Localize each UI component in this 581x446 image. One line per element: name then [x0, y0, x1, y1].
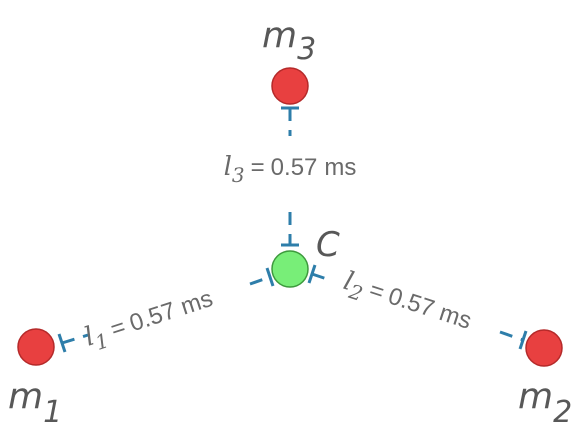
mass-m1-label: m1 — [8, 376, 62, 430]
bond-l2-label: l2=0.57ms — [338, 266, 475, 340]
mass-m2-node — [525, 329, 563, 367]
bond-l1-line-right — [249, 275, 271, 286]
bond-l3 — [281, 106, 299, 247]
mass-m1-node — [17, 328, 55, 366]
bond-l1-cap-left — [57, 333, 67, 353]
mass-m3-node — [271, 67, 309, 105]
center-node — [271, 250, 309, 288]
bond-l2 — [307, 264, 528, 350]
bond-l1 — [57, 267, 275, 353]
bond-l2-line-right — [499, 330, 524, 342]
mass-m2-label: m2 — [518, 376, 572, 430]
bond-l1-cap-right — [265, 267, 275, 287]
center-label: C — [316, 225, 340, 265]
bond-l2-cap-right — [518, 330, 528, 350]
bond-l1-line-left — [61, 333, 89, 345]
mass-m3-label: m3 — [262, 15, 316, 67]
bond-l2-cap-left — [307, 264, 317, 284]
bond-l2-line-left — [311, 272, 331, 282]
bond-l1-label: l1=0.57ms — [81, 283, 218, 357]
